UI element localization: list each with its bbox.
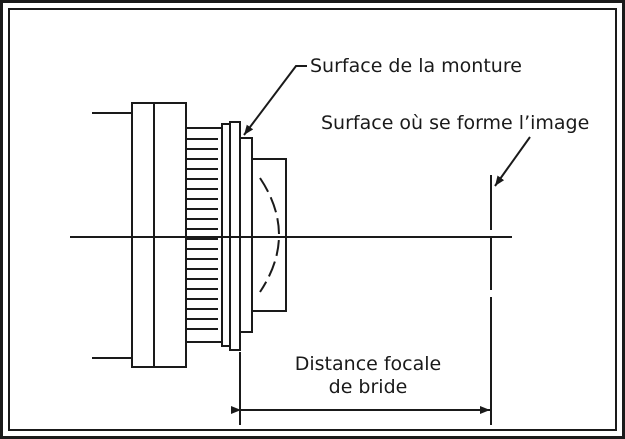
image-surface-label: Surface où se forme l’image <box>321 112 589 134</box>
flange-distance-label-line1: Distance focale <box>295 353 442 375</box>
image-surface-leader <box>494 136 531 187</box>
lens-body <box>92 102 187 368</box>
inner-border <box>8 8 617 431</box>
rear-lens-housing <box>251 158 287 312</box>
focus-ring <box>185 123 231 347</box>
mount-surface-label: Surface de la monture <box>310 55 522 77</box>
flange-distance-label-line2: de bride <box>329 376 408 398</box>
rear-lens-element <box>259 177 280 293</box>
mount-surface-leader <box>243 65 307 136</box>
lens-mount <box>239 137 253 333</box>
